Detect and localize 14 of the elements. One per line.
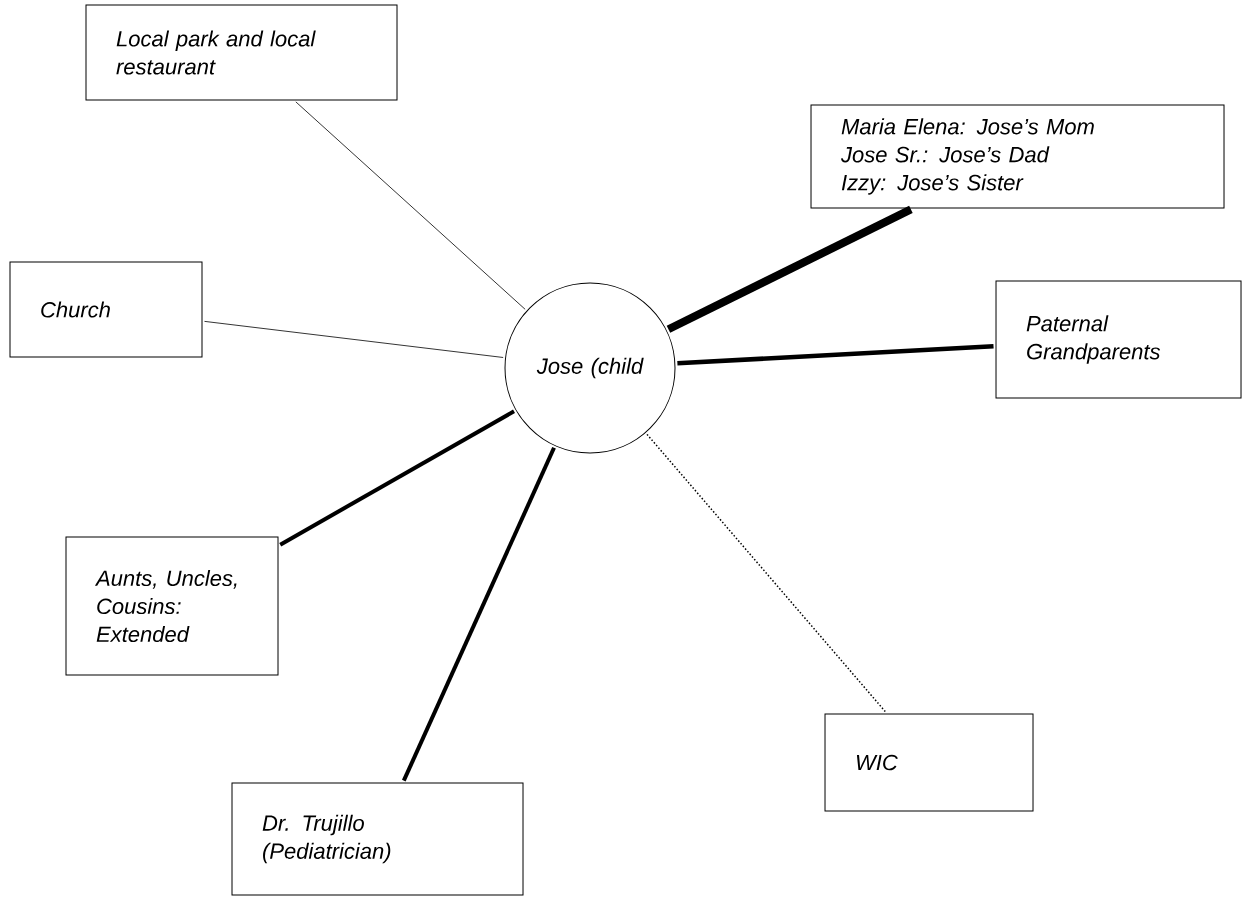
connector-line (204, 320, 504, 358)
text-box: Aunts, Uncles, Cousins: Extended (65, 536, 279, 676)
connector-line (666, 205, 913, 333)
text-box: Local park and local restaurant (85, 4, 398, 101)
text-box: Church (9, 261, 203, 358)
connector-line (279, 409, 515, 547)
text-box: Paternal Grandparents (995, 280, 1242, 399)
connector-line (677, 344, 994, 366)
text-box: Dr. Trujillo (Pediatrician) (231, 782, 524, 896)
text-box: WIC (824, 713, 1034, 812)
connector-line (646, 433, 887, 713)
text-box: Maria Elena: Jose’s Mom Jose Sr.: Jose’s Dad Izzy: Jose’s Sister (810, 104, 1225, 209)
connector-line (295, 101, 526, 310)
connector-line (401, 446, 556, 782)
